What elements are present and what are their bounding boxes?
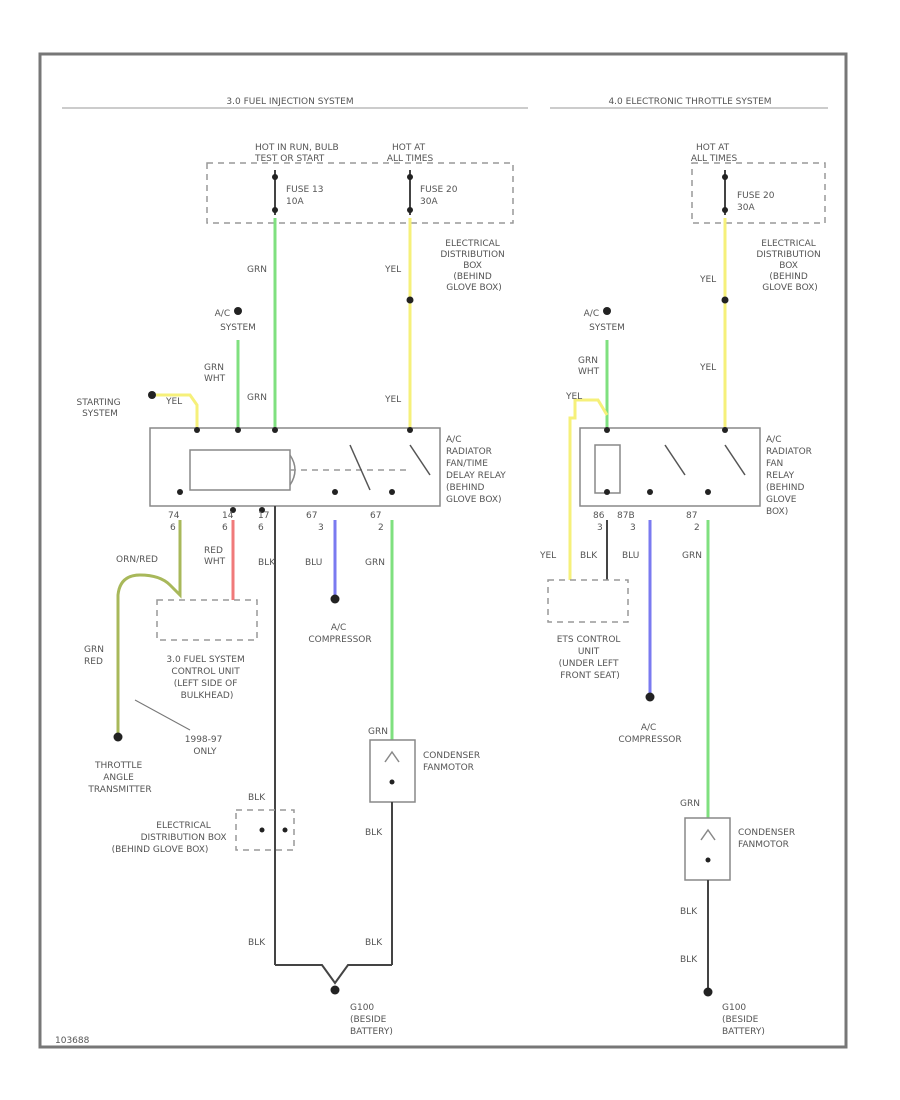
left-wire-grn-label: GRN <box>247 265 267 275</box>
right-condenser-fan-label: CONDENSER FANMOTOR <box>738 828 798 850</box>
right-blk-label-1: BLK <box>680 907 698 917</box>
left-wire-yel-label2: YEL <box>384 395 401 405</box>
left-ac-system-label: A/C SYSTEM <box>215 309 256 333</box>
left-ground-junction <box>275 964 392 985</box>
right-edb-label: ELECTRICAL DISTRIBUTION BOX (BEHIND GLOV… <box>756 239 823 293</box>
right-wire-yel-left-label: YEL <box>565 392 582 402</box>
diagram-id: 103688 <box>55 1036 90 1046</box>
left-wire-ornred-label: ORN/RED <box>116 555 158 565</box>
left-edb-label: ELECTRICAL DISTRIBUTION BOX (BEHIND GLOV… <box>440 239 507 293</box>
left-hot-all-label: HOT AT ALL TIMES <box>387 143 434 164</box>
right-wire-yel-left <box>568 398 609 580</box>
right-pin-87: 87 <box>686 511 697 521</box>
right-pin-87b: 87B <box>617 511 635 521</box>
right-wire-yel-top: YEL <box>699 275 716 285</box>
left-relay-label: A/C RADIATOR FAN/TIME DELAY RELAY (BEHIN… <box>446 435 509 505</box>
left-pin-2: 2 <box>378 523 384 533</box>
left-starting-system-label: STARTING SYSTEM <box>76 398 123 419</box>
ets-control-label: ETS CONTROL UNIT (UNDER LEFT FRONT SEAT) <box>557 635 624 681</box>
diagram-frame <box>38 52 848 1049</box>
left-pin-74: 74 <box>168 511 180 521</box>
right-cf-grn-label: GRN <box>680 799 700 809</box>
left-starting-system-terminal <box>148 391 156 399</box>
right-ac-system-terminal <box>603 307 611 315</box>
right-fuse20-label: FUSE 20 30A <box>737 191 777 213</box>
right-wire-yel-mid: YEL <box>699 363 716 373</box>
right-relay-coil <box>594 444 621 494</box>
left-wire-blu-label: BLU <box>305 558 322 568</box>
left-relay-box <box>149 427 441 507</box>
left-cf-grn-label: GRN <box>368 727 388 737</box>
left-relay-top-terminals <box>194 427 413 433</box>
right-wire-grn-label: GRN <box>682 551 702 561</box>
right-pin-3b: 3 <box>630 523 636 533</box>
left-edb-small-label: ELECTRICAL DISTRIBUTION BOX (BEHIND GLOV… <box>112 821 230 855</box>
left-note-only: 1998-97 ONLY <box>185 735 225 757</box>
left-fuse20-label: FUSE 20 30A <box>420 185 460 207</box>
left-blk-bottom-r: BLK <box>365 938 383 948</box>
left-ground-label: G100 (BESIDE BATTERY) <box>350 1003 393 1037</box>
left-fuse13-label: FUSE 13 10A <box>286 185 326 207</box>
left-wire-yel-label: YEL <box>384 265 401 275</box>
ets-control-unit <box>547 579 629 623</box>
right-wire-blu-label: BLU <box>622 551 639 561</box>
right-fuse-block <box>691 162 826 224</box>
fuel-system-control-unit <box>156 599 258 641</box>
right-pin-2: 2 <box>694 523 700 533</box>
right-wire-yel-label: YEL <box>539 551 556 561</box>
left-wire-grnred-label: GRN RED <box>84 645 107 667</box>
throttle-angle-terminal <box>113 732 123 742</box>
right-ac-compressor-terminal <box>645 692 655 702</box>
right-wire-grnwht-label: GRN WHT <box>578 356 601 377</box>
left-wire-ornred <box>116 520 182 735</box>
right-relay-box <box>579 427 761 507</box>
left-edb-small <box>235 809 295 851</box>
left-wire-grn-cf-label: GRN <box>365 558 385 568</box>
throttle-angle-label: THROTTLE ANGLE TRANSMITTER <box>87 761 151 795</box>
section-title-left: 3.0 FUEL INJECTION SYSTEM <box>226 97 353 107</box>
left-hot-run-label: HOT IN RUN, BULB TEST OR START <box>254 143 342 164</box>
left-pin-87: 67 <box>370 511 381 521</box>
right-ac-system-label: A/C SYSTEM <box>584 309 625 333</box>
right-pin-3a: 3 <box>597 523 603 533</box>
left-wire-grn-label2: GRN <box>247 393 267 403</box>
fuel-system-control-label: 3.0 FUEL SYSTEM CONTROL UNIT (LEFT SIDE … <box>166 655 247 701</box>
left-wire-yel-start-label: YEL <box>165 397 182 407</box>
left-edb-blk-label: BLK <box>248 793 266 803</box>
left-cf-blk-label: BLK <box>365 828 383 838</box>
left-ground-g100 <box>330 985 340 995</box>
left-pin-6c: 6 <box>258 523 264 533</box>
left-wire-redwht-label: RED WHT <box>204 546 226 567</box>
left-pin-17: 17 <box>258 511 269 521</box>
right-condenser-fan-motor <box>684 817 731 881</box>
left-pin-14: 14 <box>222 511 234 521</box>
right-pin-86: 86 <box>593 511 605 521</box>
left-pin-6a: 6 <box>170 523 176 533</box>
right-relay-label: A/C RADIATOR FAN RELAY (BEHIND GLOVE BOX… <box>766 435 815 517</box>
left-pin-6b: 6 <box>222 523 228 533</box>
right-ground-g100 <box>703 987 713 997</box>
left-wire-blk-label: BLK <box>258 558 276 568</box>
left-ac-compressor-terminal <box>330 594 340 604</box>
left-fuse-block <box>206 162 514 224</box>
left-pin-3: 3 <box>318 523 324 533</box>
left-blk-bottom-l: BLK <box>248 938 266 948</box>
right-blk-label-2: BLK <box>680 955 698 965</box>
left-relay-coil <box>189 449 291 491</box>
left-ac-system-terminal <box>234 307 242 315</box>
right-hot-all-label: HOT AT ALL TIMES <box>691 143 738 164</box>
left-pin-87b: 67 <box>306 511 317 521</box>
left-condenser-fan-label: CONDENSER FANMOTOR <box>423 751 483 773</box>
left-ac-compressor-label: A/C COMPRESSOR <box>308 623 371 645</box>
section-title-right: 4.0 ELECTRONIC THROTTLE SYSTEM <box>608 97 771 107</box>
right-ground-label: G100 (BESIDE BATTERY) <box>722 1003 765 1037</box>
left-condenser-fan-motor <box>369 739 416 803</box>
right-wire-blk-label: BLK <box>580 551 598 561</box>
left-wire-yel-start <box>156 393 199 428</box>
left-wire-grnwht-label: GRN WHT <box>204 363 227 384</box>
right-ac-compressor-label: A/C COMPRESSOR <box>618 723 681 745</box>
